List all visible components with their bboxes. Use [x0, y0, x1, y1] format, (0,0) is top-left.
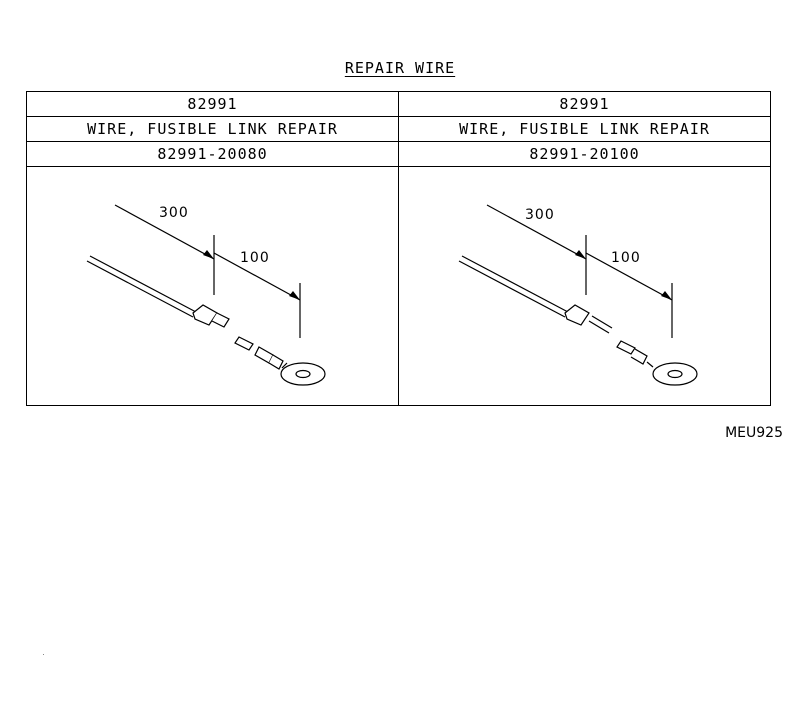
- description-cell: WIRE, FUSIBLE LINK REPAIR: [398, 116, 771, 142]
- dimension-line-300: [486, 204, 587, 260]
- illustration-row: 300 100: [26, 166, 771, 406]
- dimension-line-300: [114, 204, 215, 260]
- dimension-label-100: 100: [611, 250, 641, 266]
- repair-wire-illustration: 300 100: [86, 204, 326, 386]
- wire-sleeve: [192, 304, 218, 326]
- dimension-label-300: 300: [525, 207, 555, 223]
- dimension-label-300: 300: [159, 205, 189, 221]
- repair-wire-table: 82991 82991 WIRE, FUSIBLE LINK REPAIR WI…: [26, 91, 771, 406]
- arrow-head-icon: [203, 250, 214, 259]
- illustration-cell: 300 100: [398, 166, 771, 406]
- wire-sleeve: [564, 304, 590, 326]
- arrow-head-icon: [661, 291, 672, 300]
- part-group-row: 82991 82991: [26, 91, 771, 117]
- repair-wire-illustration: 300 100: [458, 204, 698, 386]
- dimension-label-100: 100: [240, 250, 270, 266]
- description-cell: WIRE, FUSIBLE LINK REPAIR: [26, 116, 399, 142]
- wire-line: [86, 260, 194, 318]
- part-number-row: 82991-20080 82991-20100: [26, 141, 771, 167]
- wire-joint: [234, 336, 254, 351]
- description-row: WIRE, FUSIBLE LINK REPAIR WIRE, FUSIBLE …: [26, 116, 771, 142]
- arrow-head-icon: [289, 291, 300, 300]
- wire-line: [458, 260, 566, 318]
- wire-joint: [616, 340, 636, 355]
- wire-line: [89, 255, 197, 313]
- scan-speck: [43, 654, 44, 655]
- part-group-cell: 82991: [398, 91, 771, 117]
- part-group-cell: 82991: [26, 91, 399, 117]
- dimension-line-100: [213, 252, 301, 301]
- arrow-head-icon: [575, 250, 586, 259]
- wire-line: [461, 255, 569, 313]
- part-number-cell: 82991-20080: [26, 141, 399, 167]
- figure-code: MEU925: [725, 425, 783, 441]
- dimension-line-100: [585, 252, 673, 301]
- page-title: REPAIR WIRE: [344, 59, 456, 77]
- illustration-cell: 300 100: [26, 166, 399, 406]
- part-number-cell: 82991-20100: [398, 141, 771, 167]
